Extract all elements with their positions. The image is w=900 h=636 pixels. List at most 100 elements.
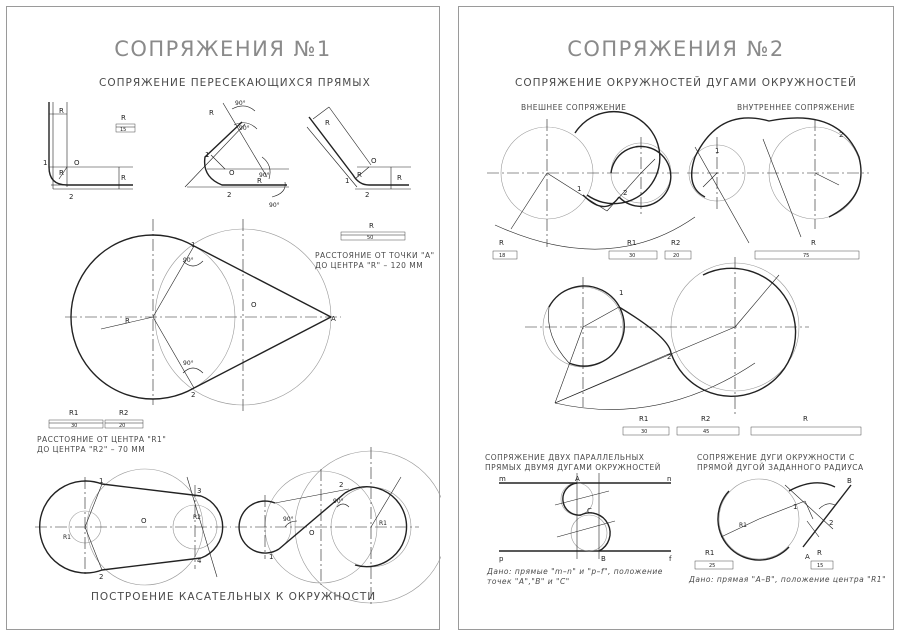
label-p2-arc: 2 (829, 519, 833, 527)
fig-mixed-tangency (525, 257, 809, 417)
label-p2-int: 2 (839, 131, 843, 139)
label-90-fig1b-c: 90° (259, 172, 270, 179)
label-p: p (499, 555, 504, 563)
note-point-a: РАССТОЯНИЕ ОТ ТОЧКИ "А" ДО ЦЕНТРА "R" – … (315, 251, 435, 271)
label-internal: ВНУТРЕННЕЕ СОПРЯЖЕНИЕ (737, 103, 856, 112)
fig-parallel-arcs (499, 473, 671, 559)
parallel-title-line2: ПРЯМЫХ ДВУМЯ ДУГАМИ ОКРУЖНОСТЕЙ (485, 463, 661, 472)
value-dim45: 45 (703, 429, 709, 435)
label-p1-fig3a: 1 (99, 477, 103, 485)
label-o1-fig1a: O (74, 159, 80, 167)
label-p1-ext: 1 (577, 185, 581, 193)
fig-obtuse-angle (306, 106, 411, 190)
value-dim75: 75 (803, 253, 809, 259)
note-center-r1: РАССТОЯНИЕ ОТ ЦЕНТРА "R1" ДО ЦЕНТРА "R2"… (37, 435, 166, 455)
dims-row1 (492, 250, 860, 260)
label-p2-fig3a: 2 (99, 573, 103, 581)
label-r1-ext: R1 (627, 239, 636, 247)
label-r-int: R (811, 239, 816, 247)
label-o1-fig3a: O (141, 517, 147, 525)
sheet-1-title: СОПРЯЖЕНИЯ №1 (114, 37, 332, 61)
dim-r1-r2 (48, 419, 144, 429)
label-90-fig3b-b: 90° (333, 498, 344, 505)
dims-row2 (622, 426, 862, 436)
fig-right-angle (48, 102, 133, 190)
value-dim50: 50 (367, 235, 373, 241)
note-center-r1-line2: ДО ЦЕНТРА "R2" – 70 ММ (37, 445, 146, 454)
label-r-fig1a-right: R (121, 174, 126, 182)
label-external: ВНЕШНЕЕ СОПРЯЖЕНИЕ (521, 103, 627, 112)
label-p2-mix: 2 (667, 353, 671, 361)
label-p2-fig1b: 2 (227, 191, 231, 199)
label-90-fig3b-a: 90° (283, 516, 294, 523)
sheet-2-subtitle: СОПРЯЖЕНИЕ ОКРУЖНОСТЕЙ ДУГАМИ ОКРУЖНОСТЕ… (515, 77, 857, 89)
label-p2-fig1a: 2 (69, 193, 73, 201)
label-r2-ext: R2 (671, 239, 680, 247)
arc-title-line2: ПРЯМОЙ ДУГОЙ ЗАДАННОГО РАДИУСА (697, 463, 864, 472)
sheet-2: СОПРЯЖЕНИЯ №2 СОПРЯЖЕНИЕ ОКРУЖНОСТЕЙ ДУГ… (458, 6, 894, 630)
label-p2-fig3b: 2 (339, 481, 343, 489)
label-b-arc: B (847, 477, 852, 485)
dim-r15 (115, 123, 136, 133)
label-p4-fig3a: 4 (197, 557, 202, 565)
label-o1-fig1c: O (371, 157, 377, 165)
fig-tangent-point (65, 219, 341, 411)
label-r-fig1b-right: R (257, 177, 262, 185)
label-r1-fig3a: R1 (63, 534, 71, 541)
label-r-fig1b: R (209, 109, 214, 117)
given-parallel: Дано: прямые "m–n" и "p–f", положение то… (487, 567, 663, 586)
label-r-fig1a-inner: R (59, 169, 64, 177)
label-a-fig2: A (331, 315, 336, 323)
label-90-fig1b-d: 90° (269, 202, 280, 209)
label-r2-dim: R2 (119, 409, 128, 417)
label-p1-fig1a: 1 (43, 159, 47, 167)
label-p1-int: 1 (715, 147, 719, 155)
label-o1-fig1b: O (229, 169, 235, 177)
label-p1-fig1b: 1 (205, 151, 209, 159)
parallel-title-line1: СОПРЯЖЕНИЕ ДВУХ ПАРАЛЛЕЛЬНЫХ (485, 453, 645, 462)
arc-title-line1: СОПРЯЖЕНИЕ ДУГИ ОКРУЖНОСТИ С (697, 453, 855, 462)
label-r-fig1a: R (59, 107, 64, 115)
label-r2-mix: R2 (701, 415, 710, 423)
dim-r50 (340, 231, 406, 241)
value-dim20: 20 (673, 253, 679, 259)
fig-external-tangency (487, 110, 696, 250)
parallel-title: СОПРЯЖЕНИЕ ДВУХ ПАРАЛЛЕЛЬНЫХ ПРЯМЫХ ДВУМ… (485, 453, 675, 473)
value-dim30: 30 (71, 423, 77, 429)
label-o1-fig2: O (251, 301, 257, 309)
fig-internal-tangency (687, 117, 869, 244)
note-point-a-line2: ДО ЦЕНТРА "R" – 120 ММ (315, 261, 424, 270)
value-dim25: 25 (709, 563, 715, 569)
label-p1-fig3b: 1 (269, 553, 273, 561)
label-p3-fig3a: 3 (197, 487, 201, 495)
label-90-fig1b-a: 90° (235, 100, 246, 107)
sheet-1-drawing: R 1 2 O R R R 15 R 1 2 O R 90° 90° 90° 9… (35, 100, 441, 607)
label-r-fig1c: R (325, 119, 330, 127)
value-dim20: 20 (119, 423, 125, 429)
value-dim15: 15 (817, 563, 823, 569)
label-point-b: B (601, 555, 606, 563)
label-p1-mix: 1 (619, 289, 623, 297)
label-r1-arc: R1 (739, 522, 747, 529)
label-r-fig2: R (125, 317, 130, 325)
note-center-r1-line1: РАССТОЯНИЕ ОТ ЦЕНТРА "R1" (37, 435, 167, 444)
label-p1-arc: 1 (793, 503, 797, 511)
sheet-2-title: СОПРЯЖЕНИЯ №2 (567, 37, 785, 61)
label-p2-fig1c: 2 (365, 191, 369, 199)
label-90-fig2-b: 90° (183, 360, 194, 367)
sheet-1-subtitle: СОПРЯЖЕНИЕ ПЕРЕСЕКАЮЩИХСЯ ПРЯМЫХ (99, 77, 371, 89)
label-p2-fig2: 2 (191, 391, 195, 399)
label-r1-fig3b: R1 (379, 520, 387, 527)
label-r-mix: R (803, 415, 808, 423)
dims-row3 (694, 560, 834, 570)
sheet-1: СОПРЯЖЕНИЯ №1 СОПРЯЖЕНИЕ ПЕРЕСЕКАЮЩИХСЯ … (6, 6, 441, 630)
label-90-fig2-a: 90° (183, 257, 194, 264)
fig-acute-angle (184, 102, 289, 198)
label-a-arc: A (805, 553, 810, 561)
label-r-fig1c-right: R (397, 174, 402, 182)
label-r-dim50: R (369, 222, 374, 230)
arc-title: СОПРЯЖЕНИЕ ДУГИ ОКРУЖНОСТИ С ПРЯМОЙ ДУГО… (697, 453, 887, 473)
value-dim15: 15 (120, 127, 126, 133)
label-r1-dim-arc: R1 (705, 549, 714, 557)
value-dim30-b: 30 (641, 429, 647, 435)
